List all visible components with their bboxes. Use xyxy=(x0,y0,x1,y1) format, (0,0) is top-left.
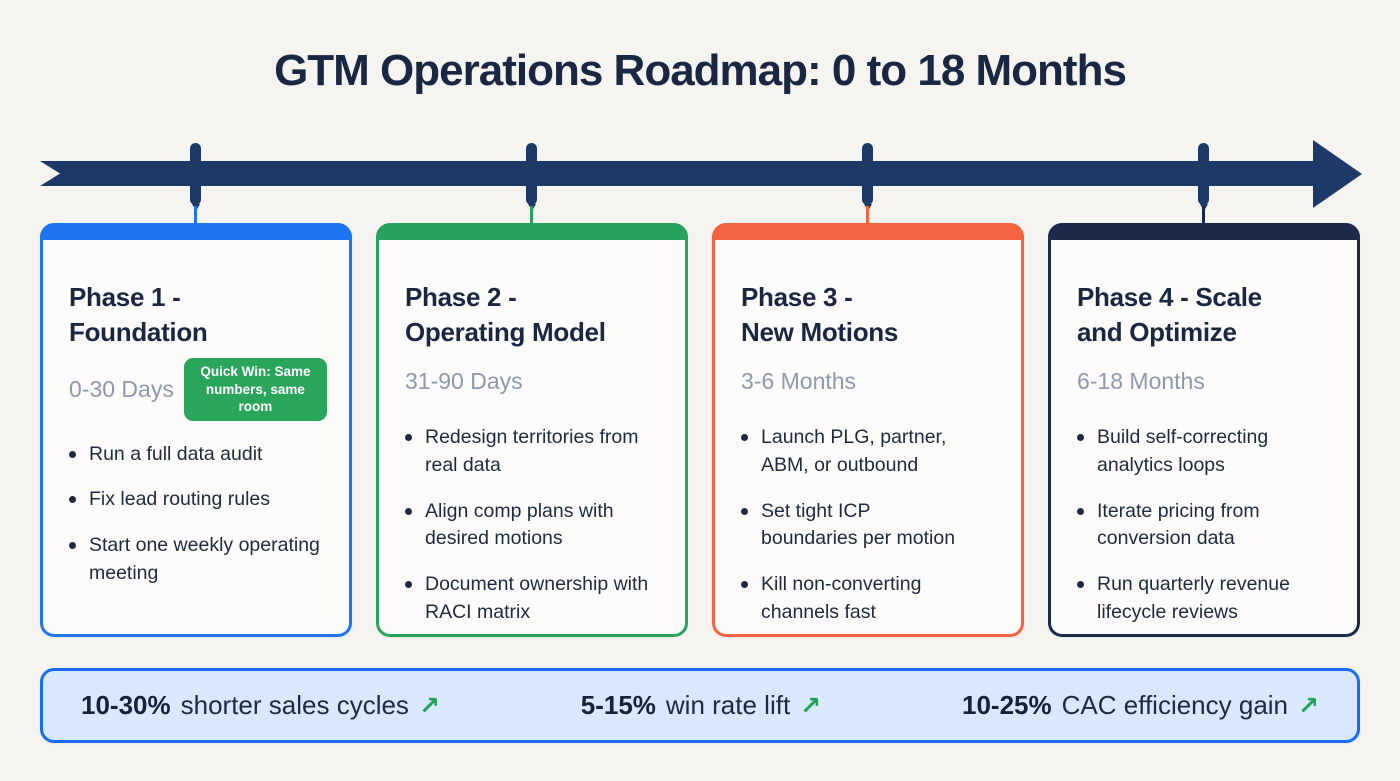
bullet-dot-icon xyxy=(741,507,748,515)
timeline-tick-phase-1 xyxy=(190,143,201,205)
bullet-dot-icon xyxy=(1077,507,1084,515)
list-item: Redesign territories from real data xyxy=(405,424,663,479)
timeline-connector-phase-2 xyxy=(530,206,533,226)
phase-3-bullets: Launch PLG, partner, ABM, or outbound Se… xyxy=(741,424,999,626)
phase-2-duration: 31-90 Days xyxy=(405,367,523,394)
bullet-dot-icon xyxy=(1077,434,1084,442)
phase-1-meta: 0-30 Days Quick Win: Same numbers, same … xyxy=(69,358,327,421)
list-item: Build self-correcting analytics loops xyxy=(1077,424,1335,479)
timeline-arrow-bar xyxy=(40,161,1318,186)
stat-value: 10-25% xyxy=(961,690,1052,720)
stat-win-rate: 5-15% win rate lift ↗ xyxy=(581,690,821,721)
timeline-tick-phase-3 xyxy=(862,143,873,205)
stat-cac-efficiency: 10-25% CAC efficiency gain ↗ xyxy=(962,690,1319,721)
stat-label: shorter sales cycles xyxy=(180,690,409,720)
list-item: Fix lead routing rules xyxy=(69,486,327,514)
quick-win-badge: Quick Win: Same numbers, same room xyxy=(183,358,327,421)
timeline-connector-phase-1 xyxy=(194,206,197,226)
phase-2-bullets: Redesign territories from real data Alig… xyxy=(405,424,663,626)
phase-1-title: Phase 1 - Foundation xyxy=(69,282,208,347)
phase-4-bullets: Build self-correcting analytics loops It… xyxy=(1077,424,1335,626)
bullet-dot-icon xyxy=(405,507,412,515)
phase-3-meta: 3-6 Months xyxy=(741,358,999,404)
list-item: Set tight ICP boundaries per motion xyxy=(741,498,999,553)
phase-1-bullets: Run a full data audit Fix lead routing r… xyxy=(69,441,327,588)
bullet-dot-icon xyxy=(1077,580,1084,588)
phase-1-card: Phase 1 - Foundation 0-30 Days Quick Win… xyxy=(40,223,352,637)
phase-cards-row: Phase 1 - Foundation 0-30 Days Quick Win… xyxy=(40,223,1360,637)
list-item: Start one weekly operating meeting xyxy=(69,532,327,587)
phase-3-title: Phase 3 - New Motions xyxy=(741,282,899,347)
stat-sales-cycles: 10-30% shorter sales cycles ↗ xyxy=(81,690,440,721)
phase-4-duration: 6-18 Months xyxy=(1077,367,1205,394)
phase-4-card: Phase 4 - Scale and Optimize 6-18 Months… xyxy=(1048,223,1360,637)
timeline-connector-phase-4 xyxy=(1202,206,1205,226)
list-item: Align comp plans with desired motions xyxy=(405,498,663,553)
list-item: Launch PLG, partner, ABM, or outbound xyxy=(741,424,999,479)
list-item: Kill non-converting channels fast xyxy=(741,571,999,626)
stat-value: 5-15% xyxy=(580,690,656,720)
outcomes-banner: 10-30% shorter sales cycles ↗ 5-15% win … xyxy=(40,668,1360,743)
list-item: Run quarterly revenue lifecycle reviews xyxy=(1077,571,1335,626)
list-item: Document ownership with RACI matrix xyxy=(405,571,663,626)
trend-up-icon: ↗ xyxy=(1298,692,1319,720)
trend-up-icon: ↗ xyxy=(418,692,440,720)
bullet-dot-icon xyxy=(405,434,412,442)
phase-2-meta: 31-90 Days xyxy=(405,358,663,404)
phase-2-title: Phase 2 - Operating Model xyxy=(405,282,606,347)
bullet-dot-icon xyxy=(69,496,76,504)
timeline-tick-phase-2 xyxy=(526,143,537,205)
list-item: Iterate pricing from conversion data xyxy=(1077,498,1335,553)
phase-3-duration: 3-6 Months xyxy=(741,367,857,394)
list-item: Run a full data audit xyxy=(69,441,327,469)
timeline-connector-phase-3 xyxy=(866,206,869,226)
trend-up-icon: ↗ xyxy=(800,692,822,720)
bullet-dot-icon xyxy=(741,434,748,442)
phase-4-meta: 6-18 Months xyxy=(1077,358,1335,404)
stat-value: 10-30% xyxy=(81,690,171,720)
phase-4-title: Phase 4 - Scale and Optimize xyxy=(1077,282,1262,347)
bullet-dot-icon xyxy=(405,580,412,588)
bullet-dot-icon xyxy=(69,450,76,458)
bullet-dot-icon xyxy=(69,542,76,550)
phase-1-duration: 0-30 Days xyxy=(69,375,174,402)
stat-label: win rate lift xyxy=(665,690,791,720)
phase-3-card: Phase 3 - New Motions 3-6 Months Launch … xyxy=(712,223,1024,637)
page-title: GTM Operations Roadmap: 0 to 18 Months xyxy=(274,46,1127,95)
phase-2-card: Phase 2 - Operating Model 31-90 Days Red… xyxy=(376,223,688,637)
timeline-tick-phase-4 xyxy=(1198,143,1209,205)
timeline-arrowhead-icon xyxy=(1313,140,1362,208)
stat-label: CAC efficiency gain xyxy=(1061,690,1289,720)
bullet-dot-icon xyxy=(741,580,748,588)
